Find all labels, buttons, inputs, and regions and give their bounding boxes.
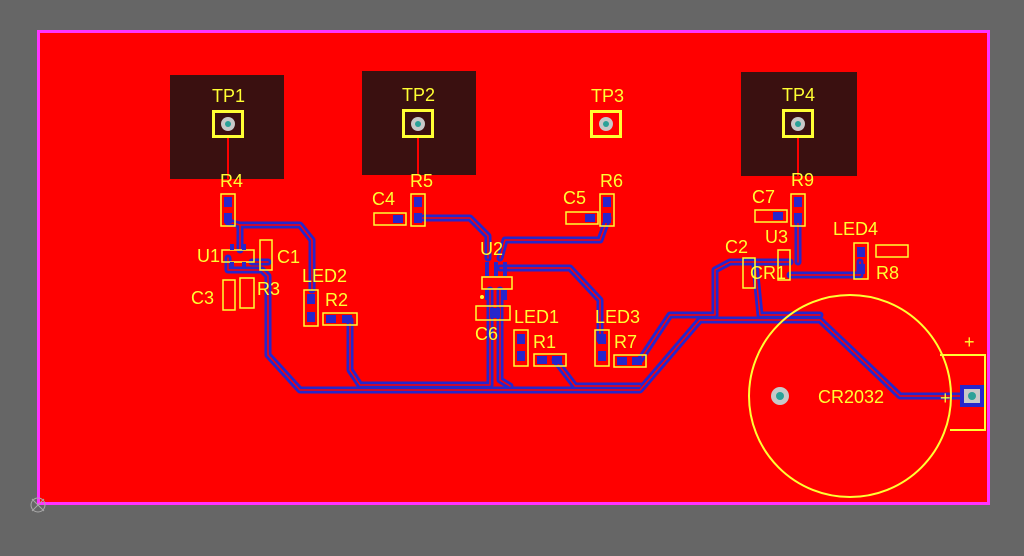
resistor-footprints[interactable]	[220, 193, 909, 368]
label-c7: C7	[752, 187, 775, 207]
label-led2: LED2	[302, 266, 347, 286]
label-r5: R5	[410, 171, 433, 191]
label-tp2: TP2	[402, 85, 435, 105]
label-c6: C6	[475, 324, 498, 344]
routed-tracks[interactable]	[224, 214, 964, 400]
capacitor-pads	[393, 212, 783, 318]
label-r3: R3	[257, 279, 280, 299]
label-led3: LED3	[595, 307, 640, 327]
label-r8: R8	[876, 263, 899, 283]
label-r7: R7	[614, 332, 637, 352]
label-c4: C4	[372, 189, 395, 209]
label-battery-plus-pad: +	[940, 388, 951, 408]
u3-footprint[interactable]	[777, 249, 791, 281]
label-u1: U1	[197, 246, 220, 266]
label-c5: C5	[563, 188, 586, 208]
label-u2: U2	[480, 239, 503, 259]
tp1-via-icon	[225, 121, 231, 127]
label-tp3: TP3	[591, 86, 624, 106]
label-r4: R4	[220, 171, 243, 191]
label-cr1: CR1	[750, 263, 786, 283]
origin-crosshair-icon	[30, 497, 46, 513]
label-battery: CR2032	[818, 387, 884, 407]
capacitor-footprints[interactable]	[222, 209, 788, 321]
battery-minus-via-icon	[776, 392, 784, 400]
led-pads	[307, 247, 865, 361]
label-r2: R2	[325, 290, 348, 310]
label-battery-plus-top: +	[964, 332, 975, 352]
test-point-tp3[interactable]	[590, 110, 622, 138]
tp4-via-icon	[795, 121, 801, 127]
label-led1: LED1	[514, 307, 559, 327]
label-tp1: TP1	[212, 86, 245, 106]
led-footprints[interactable]	[303, 242, 869, 367]
label-u3: U3	[765, 227, 788, 247]
label-c1: C1	[277, 247, 300, 267]
label-c3: C3	[191, 288, 214, 308]
resistor-pads	[224, 197, 802, 365]
label-r9: R9	[791, 170, 814, 190]
test-point-tp4[interactable]	[782, 109, 814, 138]
label-led4: LED4	[833, 219, 878, 239]
u2-footprint[interactable]	[480, 262, 513, 300]
test-point-tp1[interactable]	[212, 110, 244, 138]
tp-traces	[227, 136, 799, 195]
battery-holder[interactable]	[748, 294, 986, 498]
test-point-tp2[interactable]	[402, 109, 434, 138]
label-r6: R6	[600, 171, 623, 191]
label-tp4: TP4	[782, 85, 815, 105]
tp2-via-icon	[415, 121, 421, 127]
tp3-via-icon	[603, 121, 609, 127]
label-c2: C2	[725, 237, 748, 257]
u1-footprint[interactable]	[221, 244, 255, 268]
label-r1: R1	[533, 332, 556, 352]
